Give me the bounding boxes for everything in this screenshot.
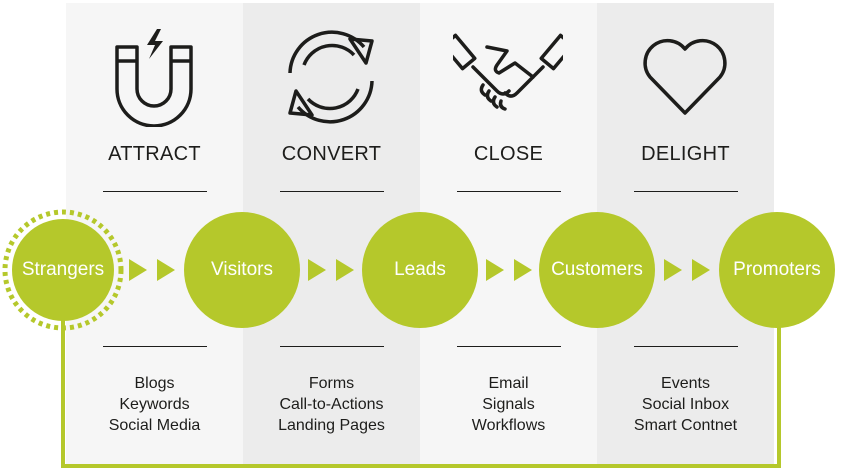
flow-arrow (336, 259, 354, 281)
stage-tools: Forms Call-to-Actions Landing Pages (243, 373, 420, 436)
tool-item: Smart Contnet (633, 417, 738, 434)
node-circle-promoters (719, 212, 835, 328)
tool-item: Events (661, 375, 710, 392)
divider (280, 191, 384, 192)
node-circle-customers (539, 212, 655, 328)
node-label-customers: Customers (551, 259, 643, 280)
node-circle-leads (362, 212, 478, 328)
handshake-icon (453, 33, 563, 111)
stage-tools: Events Social Inbox Smart Contnet (597, 373, 774, 436)
node-label-promoters: Promoters (733, 259, 821, 280)
flow-arrow (486, 259, 504, 281)
tool-item: Blogs (134, 375, 175, 392)
flow-arrow (664, 259, 682, 281)
stage-tools: Blogs Keywords Social Media (66, 373, 243, 436)
divider (103, 346, 207, 347)
stage-tools: Email Signals Workflows (420, 373, 597, 436)
node-circle-visitors (184, 212, 300, 328)
tool-item: Call-to-Actions (279, 396, 384, 413)
node-label-strangers: Strangers (21, 259, 105, 280)
flow-arrow (692, 259, 710, 281)
node-circle-strangers (12, 219, 114, 321)
tool-item: Email (488, 375, 529, 392)
divider (634, 191, 738, 192)
stage-title: CONVERT (281, 143, 382, 165)
tool-item: Landing Pages (278, 417, 385, 434)
tool-item: Forms (308, 375, 355, 392)
tool-item: Social Media (108, 417, 201, 434)
tool-item: Keywords (119, 396, 190, 413)
divider (634, 346, 738, 347)
flow-arrow (308, 259, 326, 281)
strangers-dotted-ring (2, 209, 124, 331)
heart-icon (643, 38, 727, 115)
flow-arrow (129, 259, 147, 281)
node-label-leads: Leads (394, 259, 446, 280)
divider (457, 346, 561, 347)
magnet-icon (115, 29, 193, 127)
tool-item: Social Inbox (641, 396, 730, 413)
stage-title: DELIGHT (641, 143, 730, 165)
node-label-visitors: Visitors (211, 259, 273, 280)
stage-title: ATTRACT (108, 143, 201, 165)
tool-item: Workflows (471, 417, 546, 434)
divider (280, 346, 384, 347)
divider (457, 191, 561, 192)
refresh-cycle-icon (288, 30, 374, 124)
flow-arrow (157, 259, 175, 281)
tool-item: Signals (482, 396, 535, 413)
stage-title: CLOSE (473, 143, 544, 165)
feedback-loop-line (61, 318, 781, 468)
divider (103, 191, 207, 192)
flow-arrow (514, 259, 532, 281)
